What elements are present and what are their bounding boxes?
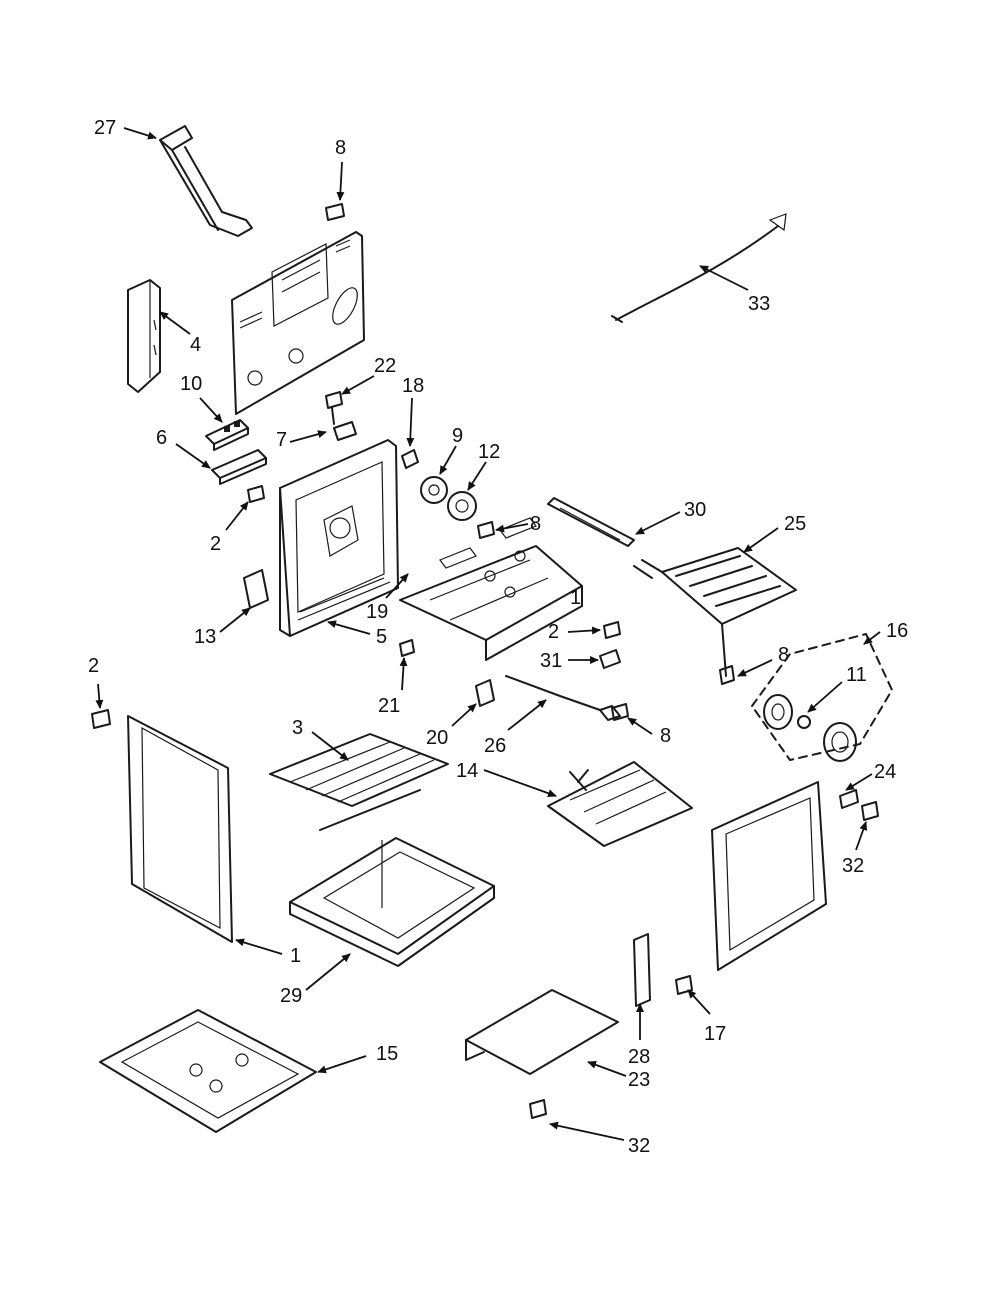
callout-22: 22 (374, 355, 396, 377)
callout-20: 20 (426, 727, 448, 749)
callout-27: 27 (94, 117, 116, 139)
part-32-screw-b (529, 1099, 547, 1119)
part-13-clip (243, 569, 269, 609)
part-27-bracket (159, 125, 253, 237)
callout-2: 2 (210, 533, 221, 555)
part-12-cover (447, 491, 477, 521)
callout-7: 7 (276, 429, 287, 451)
callout-14: 14 (456, 760, 478, 782)
part-16-knob-kit (751, 633, 893, 761)
callout-18: 18 (402, 375, 424, 397)
callout-4: 4 (190, 334, 201, 356)
part-1-left-side-panel (127, 715, 233, 943)
oven-cavity-floor (399, 517, 583, 661)
leader-lines (95, 127, 881, 1141)
callout-8: 8 (530, 513, 541, 535)
callout-21: 21 (378, 695, 400, 717)
callout-11: 11 (846, 664, 867, 686)
part-8-screw-a (325, 203, 345, 221)
part-10-terminal-block (205, 419, 249, 451)
part-20-sensor (475, 679, 495, 707)
part-32-screw-a (861, 801, 879, 821)
callout-32: 32 (842, 855, 864, 877)
callout-17: 17 (704, 1023, 726, 1045)
part-11-knob-assembly (763, 694, 857, 762)
rear-panel (231, 231, 365, 415)
right-side-panel (711, 781, 827, 971)
callout-5: 5 (376, 626, 387, 648)
part-6-terminal-block (211, 449, 267, 485)
front-frame (279, 439, 399, 637)
callout-29: 29 (280, 985, 302, 1007)
part-33-wire-harness (611, 213, 787, 323)
part-25-broil-element (633, 547, 797, 677)
callout-labels: 27 8 33 4 10 22 18 9 12 7 6 2 8 30 25 1 … (88, 117, 908, 1157)
part-26-wire (505, 675, 621, 721)
part-8-screw-b (477, 521, 495, 539)
part-22-screw (325, 391, 343, 425)
part-9-receptacle (420, 476, 448, 504)
part-30-bake-element-bar (547, 497, 635, 547)
callout-19: 19 (366, 601, 388, 623)
callout-28: 28 (628, 1046, 650, 1068)
callout-31: 31 (540, 650, 562, 672)
callout-25: 25 (784, 513, 806, 535)
part-23-shield (465, 989, 619, 1075)
callout-9: 9 (452, 425, 463, 447)
part-18-plug (401, 449, 419, 469)
part-3-oven-rack (269, 733, 449, 831)
part-2-screw-a (247, 485, 265, 503)
callout-2: 2 (548, 621, 559, 643)
part-21-screw (399, 639, 415, 657)
part-31-clip (599, 649, 621, 669)
callout-3: 3 (292, 717, 303, 739)
callout-1: 1 (570, 587, 581, 609)
part-2-screw-c (603, 621, 621, 639)
part-2-screw-b (91, 709, 111, 729)
callout-30: 30 (684, 499, 706, 521)
callout-6: 6 (156, 427, 167, 449)
callout-2: 2 (88, 655, 99, 677)
callout-23: 23 (628, 1069, 650, 1091)
callout-13: 13 (194, 626, 216, 648)
callout-16: 16 (886, 620, 908, 642)
callout-8: 8 (660, 725, 671, 747)
part-28-bracket (633, 933, 651, 1007)
callout-15: 15 (376, 1043, 398, 1065)
callout-26: 26 (484, 735, 506, 757)
part-14-drawer-liner (547, 761, 693, 847)
callout-24: 24 (874, 761, 896, 783)
part-15-bottom-panel (99, 1009, 317, 1133)
part-4-side-bracket (127, 279, 161, 393)
part-24-screw (839, 789, 859, 809)
part-8-screw-d (611, 703, 629, 721)
part-29-cooktop (289, 837, 495, 967)
callout-1: 1 (290, 945, 301, 967)
callout-12: 12 (478, 441, 500, 463)
callout-10: 10 (180, 373, 202, 395)
part-7-clip (333, 421, 357, 441)
callout-32: 32 (628, 1135, 650, 1157)
part-8-screw-c (719, 665, 735, 685)
callout-8: 8 (335, 137, 346, 159)
callout-33: 33 (748, 293, 770, 315)
callout-8: 8 (778, 644, 789, 666)
